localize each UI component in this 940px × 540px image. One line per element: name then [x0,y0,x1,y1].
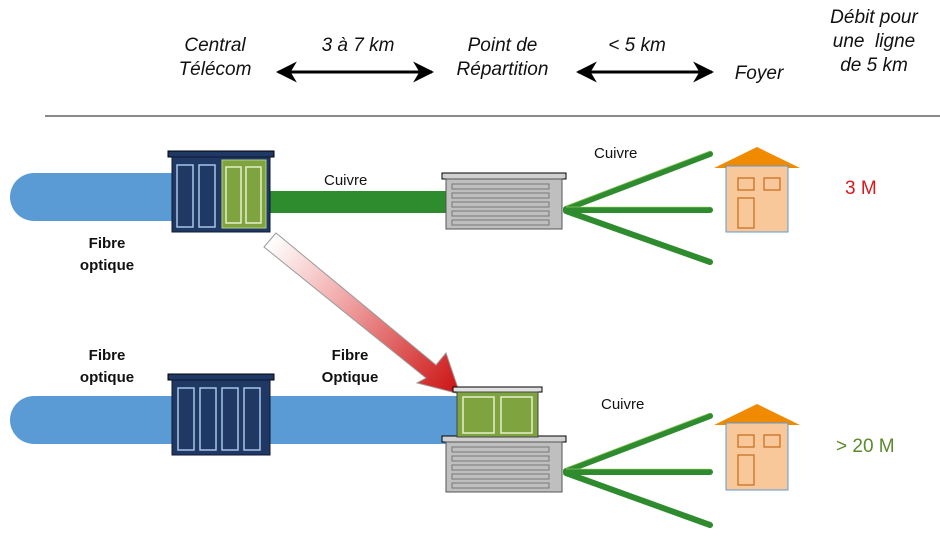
fibre-label-row2-left: Fibre optique [62,345,152,389]
central-cabinet-row2 [167,373,275,456]
fibre-label-row1-line2: optique [79,257,135,274]
header-debit: Débit pour une ligne de 5 km [818,6,930,78]
copper-branches-row1-edge [565,150,711,208]
copper-cable-main-row1 [265,191,451,213]
header-foyer: Foyer [734,63,784,84]
header-point-repartition: Point de Répartition [440,34,565,82]
fibre-label-row2-mid-line1: Fibre [331,347,369,364]
copper-branches-row2 [563,413,713,528]
fibre-cable-row2-left [10,396,185,444]
fibre-cable-row1 [10,173,185,221]
header-debit-line3: de 5 km [840,55,908,76]
copper-label-branch-row1: Cuivre [594,145,638,162]
copper-label-main-row1: Cuivre [324,172,368,189]
header-point-line1: Point de [467,35,538,56]
copper-label-branch-row2: Cuivre [601,396,645,413]
fibre-label-row2-mid: Fibre Optique [305,345,395,389]
distribution-cabinet-row1 [441,172,567,230]
header-central-telecom: Central Télécom [160,34,270,82]
central-cabinet-row1 [167,150,275,233]
fibre-label-row2-left-line2: optique [79,369,135,386]
header-central-line2: Télécom [178,59,252,80]
copper-branches-row2-edge [565,412,711,470]
header-distance-1: 3 à 7 km [321,35,395,56]
header-debit-line2: une ligne [832,31,916,52]
fibre-node-module-row2 [452,386,543,438]
header-debit-line1: Débit pour [830,7,918,28]
fibre-label-row1-line1: Fibre [88,235,126,252]
fibre-cable-row2-mid [265,396,461,444]
house-row1 [714,147,800,233]
header-central-line1: Central [184,35,246,56]
fibre-label-row1: Fibre optique [62,233,152,277]
distribution-cabinet-row2 [441,435,567,493]
header-point-line2: Répartition [456,59,549,80]
upgrade-arrow [263,232,461,395]
header-distance-2: < 5 km [608,35,666,56]
fibre-label-row2-mid-line2: Optique [321,369,379,386]
fibre-label-row2-left-line1: Fibre [88,347,126,364]
rate-row2: > 20 M [836,436,895,457]
house-row2 [714,404,800,491]
copper-branches-row1 [563,151,713,265]
rate-row1: 3 M [845,178,877,199]
